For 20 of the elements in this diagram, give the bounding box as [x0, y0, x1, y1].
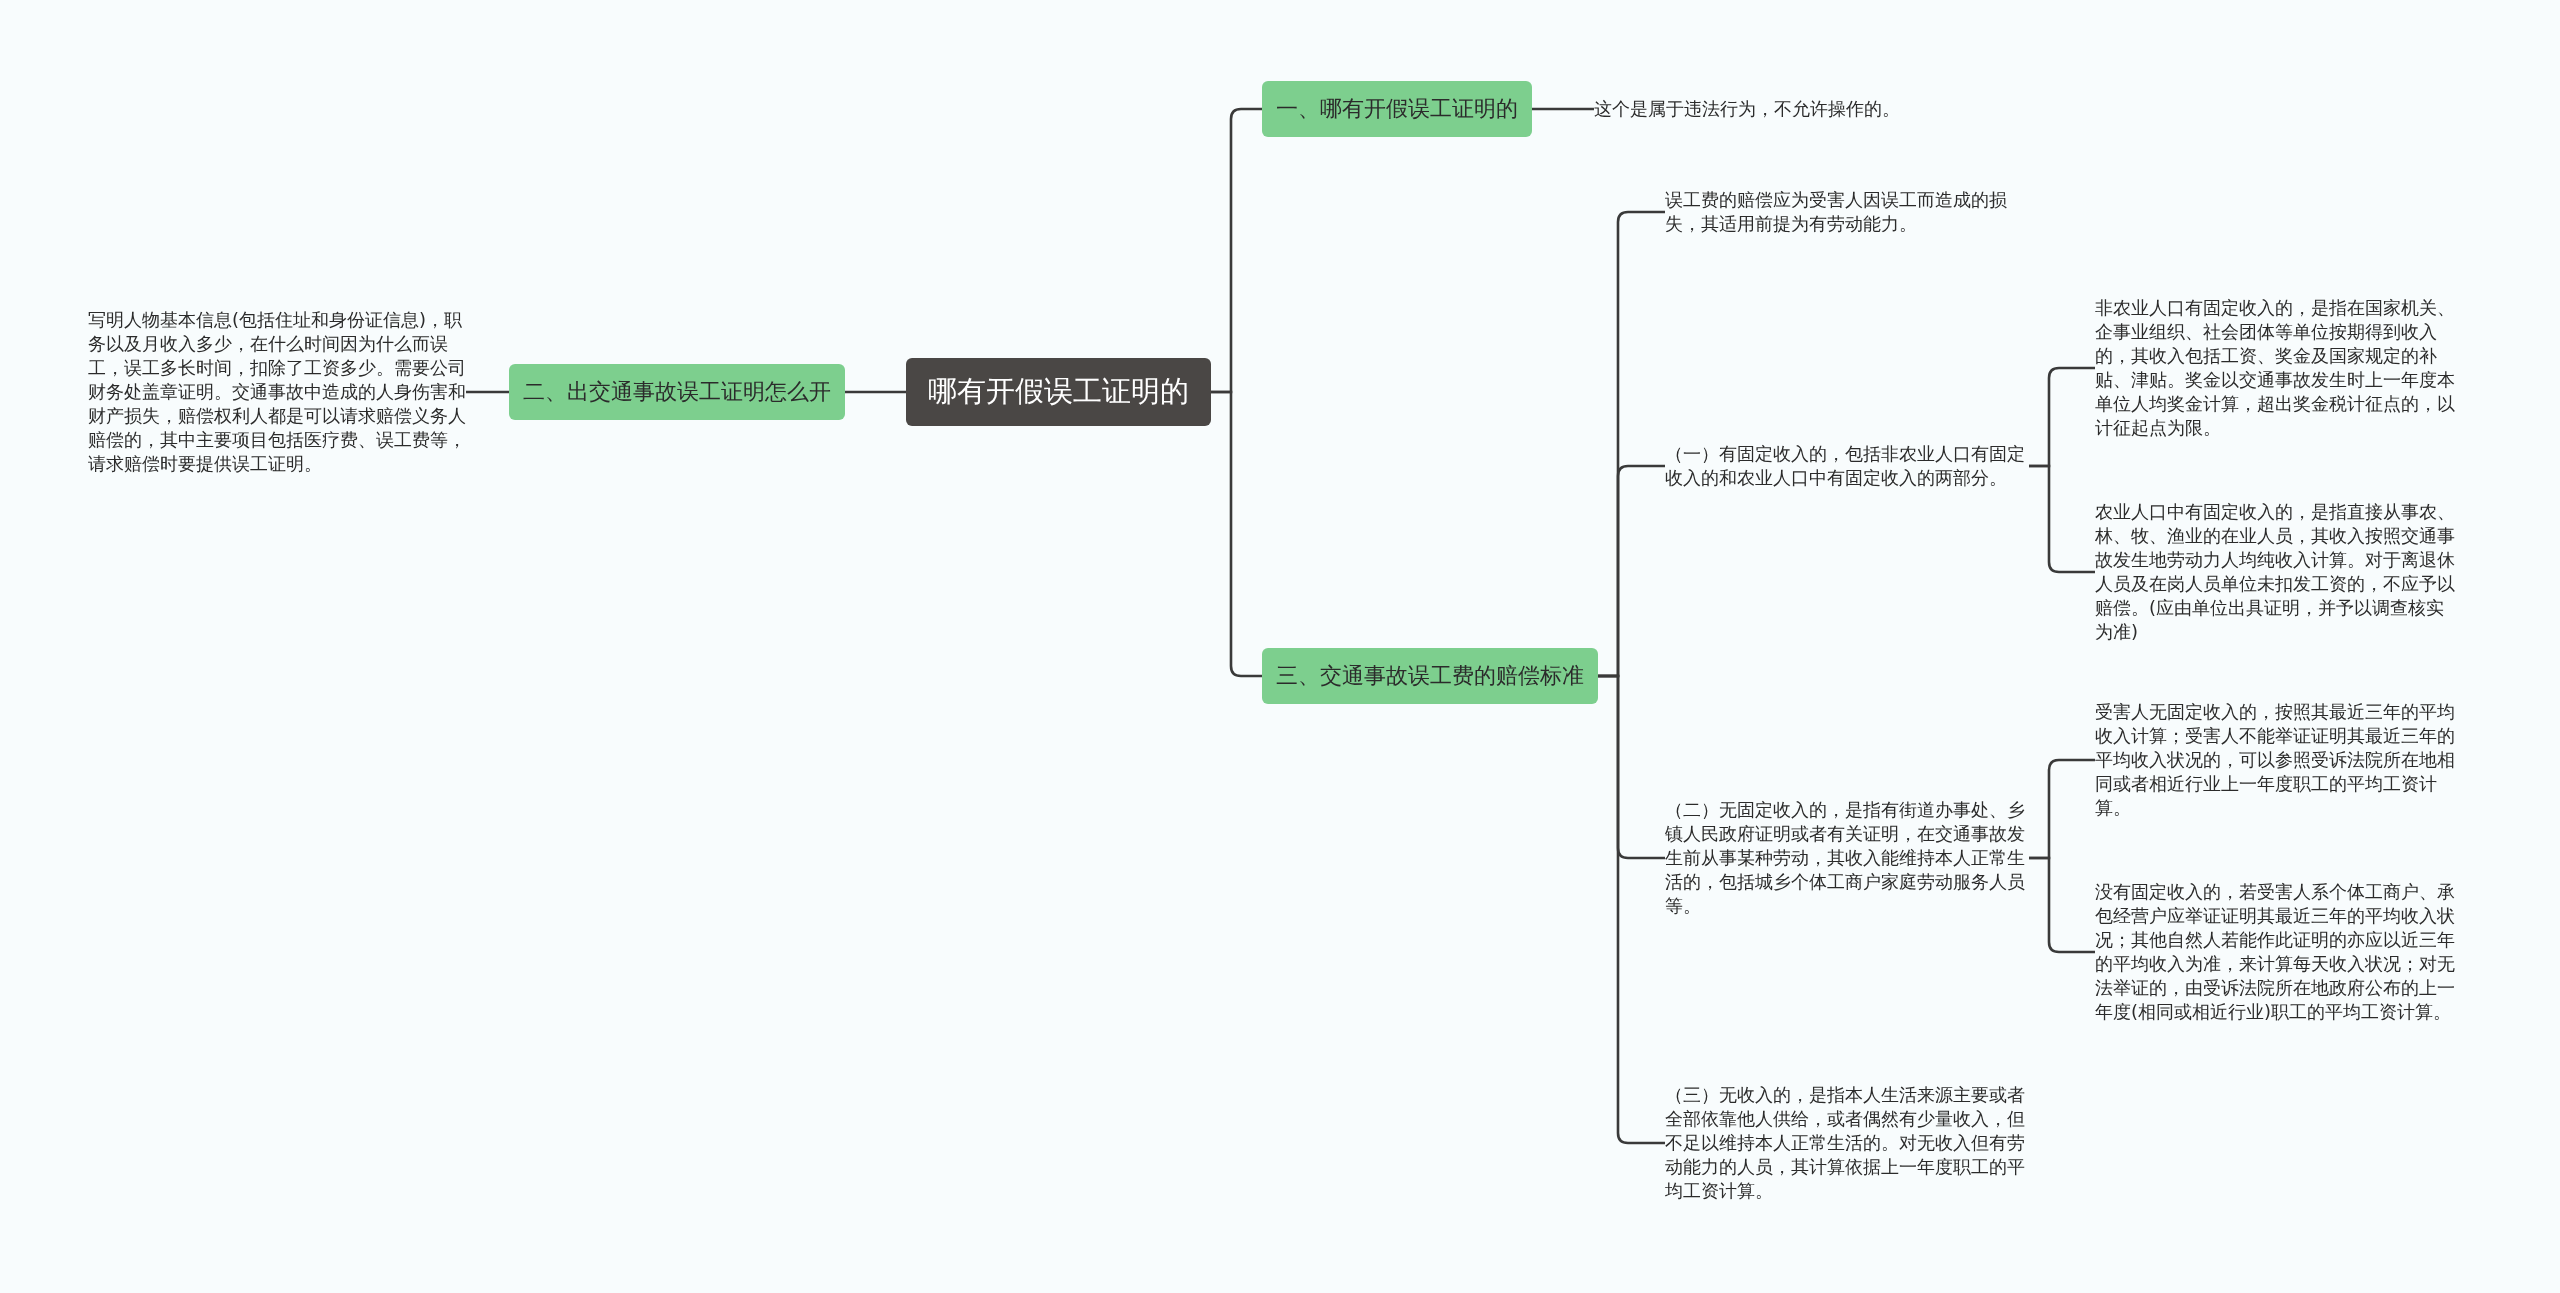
connector-line — [845, 390, 906, 394]
connector-line — [466, 390, 509, 394]
connector-line — [2029, 464, 2095, 574]
branch-topic: 三、交通事故误工费的赔偿标准 — [1262, 648, 1598, 704]
topic-text: 受害人无固定收入的，按照其最近三年的平均收入计算；受害人不能举证证明其最近三年的平均收入状况的，可以参照受诉法院所在地相同或者相近行业上一年度职工的平均工资计算。 — [2095, 700, 2459, 820]
topic-text: （一）有固定收入的，包括非农业人口有固定收入的和农业人口中有固定收入的两部分。 — [1665, 442, 2029, 490]
branch-topic: 一、哪有开假误工证明的 — [1262, 81, 1532, 137]
topic-text: 误工费的赔偿应为受害人因误工而造成的损失，其适用前提为有劳动能力。 — [1665, 188, 2029, 236]
branch-topic: 二、出交通事故误工证明怎么开 — [509, 364, 845, 420]
central-topic: 哪有开假误工证明的 — [906, 358, 1211, 426]
topic-text: 这个是属于违法行为，不允许操作的。 — [1594, 97, 1900, 121]
connector-line — [1532, 107, 1594, 111]
topic-text: 写明人物基本信息(包括住址和身份证信息)，职务以及月收入多少，在什么时间因为什么而误工，误工多长时间，扣除了工资多少。需要公司财务处盖章证明。交通事故中造成的人身伤害和财产损失，赔偿权利人都是可以请求赔偿义务人赔偿的，其中主要项目包括医疗费、误工费等，请求赔偿时要提供误工证明。 — [88, 308, 466, 476]
topic-text: 农业人口中有固定收入的，是指直接从事农、林、牧、渔业的在业人员，其收入按照交通事故发生地劳动力人均纯收入计算。对于离退休人员及在岗人员单位未扣发工资的，不应予以赔偿。(应由单位出具证明，并予以调查核实为准) — [2095, 500, 2459, 644]
topic-text: 非农业人口有固定收入的，是指在国家机关、企事业组织、社会团体等单位按期得到收入的，其收入包括工资、奖金及国家规定的补贴、津贴。奖金以交通事故发生时上一年度本单位人均奖金计算，超出奖金税计征点的，以计征起点为限。 — [2095, 296, 2459, 440]
topic-text: 没有固定收入的，若受害人系个体工商户、承包经营户应举证证明其最近三年的平均收入状况；其他自然人若能作此证明的亦应以近三年的平均收入为准，来计算每天收入状况；对无法举证的，由受诉法院所在地政府公布的上一年度(相同或相近行业)职工的平均工资计算。 — [2095, 880, 2459, 1024]
connector-line — [2029, 856, 2095, 954]
connector-line — [1598, 674, 1665, 1145]
topic-text: （二）无固定收入的，是指有街道办事处、乡镇人民政府证明或者有关证明，在交通事故发生前从事某种劳动，其收入能维持本人正常生活的，包括城乡个体工商户家庭劳动服务人员等。 — [1665, 798, 2029, 918]
topic-text: （三）无收入的，是指本人生活来源主要或者全部依靠他人供给，或者偶然有少量收入，但不足以维持本人正常生活的。对无收入但有劳动能力的人员，其计算依据上一年度职工的平均工资计算。 — [1665, 1083, 2029, 1203]
